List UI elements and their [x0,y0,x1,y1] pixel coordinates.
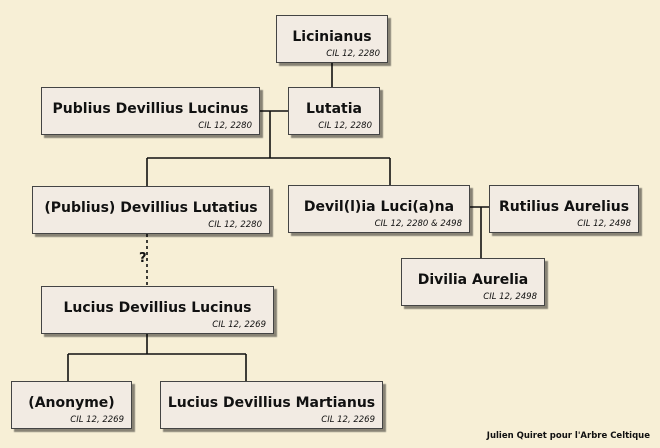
person-box-lucius-devillius-martianus: Lucius Devillius Martianus CIL 12, 2269 [160,381,383,429]
person-reference: CIL 12, 2280 [326,49,380,59]
author-credit: Julien Quiret pour l'Arbre Celtique [486,431,650,441]
person-box-divilia-aurelia: Divilia Aurelia CIL 12, 2498 [401,258,545,306]
person-reference: CIL 12, 2280 [198,121,252,131]
person-reference: CIL 12, 2280 [318,121,372,131]
person-name: Lutatia [306,101,362,118]
person-name: Lucius Devillius Martianus [167,395,376,412]
person-reference: CIL 12, 2280 & 2498 [374,219,462,229]
person-name: Divilia Aurelia [417,272,529,289]
person-name: Publius Devillius Lucinus [52,101,249,118]
person-box-lucius-devillius-lucinus: Lucius Devillius Lucinus CIL 12, 2269 [41,286,274,334]
person-box-rutilius-aurelius: Rutilius Aurelius CIL 12, 2498 [489,185,639,233]
person-box-lutatia: Lutatia CIL 12, 2280 [288,87,380,135]
person-reference: CIL 12, 2269 [212,320,266,330]
person-name: Devil(l)ia Luci(a)na [303,199,455,216]
person-name: (Publius) Devillius Lutatius [44,200,258,217]
person-name: Rutilius Aurelius [498,199,630,216]
uncertain-relation-marker: ? [139,251,147,266]
person-box-licinianus: Licinianus CIL 12, 2280 [276,15,388,63]
person-box-publius-devillius-lutatius: (Publius) Devillius Lutatius CIL 12, 228… [32,186,270,234]
person-reference: CIL 12, 2269 [70,415,124,425]
person-name: (Anonyme) [28,395,115,412]
person-name: Licinianus [292,29,372,46]
person-box-anonyme: (Anonyme) CIL 12, 2269 [11,381,132,429]
person-reference: CIL 12, 2269 [321,415,375,425]
person-reference: CIL 12, 2498 [483,292,537,302]
person-name: Lucius Devillius Lucinus [63,300,252,317]
person-box-devillia-luciana: Devil(l)ia Luci(a)na CIL 12, 2280 & 2498 [288,185,470,233]
person-reference: CIL 12, 2280 [208,220,262,230]
person-box-publius-devillius-lucinus: Publius Devillius Lucinus CIL 12, 2280 [41,87,260,135]
person-reference: CIL 12, 2498 [577,219,631,229]
